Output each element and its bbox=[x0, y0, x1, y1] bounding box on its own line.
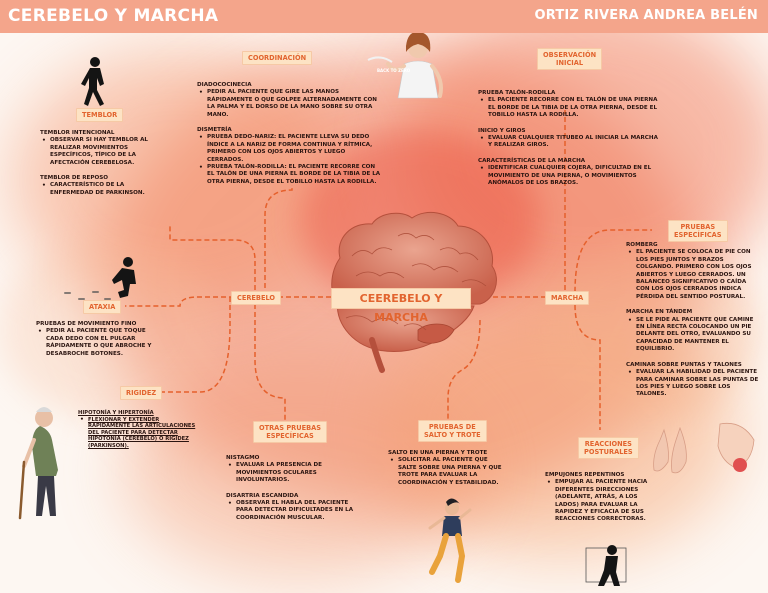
node-marcha: MARCHA bbox=[545, 291, 590, 305]
brain-illustration bbox=[331, 211, 497, 373]
central-node: CEEREBELO Y MARCHA bbox=[331, 288, 471, 324]
especificas-content: ROMBERG EL PACIENTE SE COLOCA DE PIE CON… bbox=[626, 240, 760, 399]
talon-rodilla-text: PRUEBA TALÓN-RODILLA: EL PACIENTE RECORR… bbox=[197, 164, 383, 186]
salto-heading: SALTO EN UNA PIERNA Y TROTE bbox=[388, 450, 488, 456]
page-title: CEREBELO Y MARCHA bbox=[8, 6, 219, 26]
romberg-heading: ROMBERG bbox=[626, 242, 658, 248]
rigidez-content: HIPOTONÍA Y HIPERTONÍA FLEXIONAR Y EXTEN… bbox=[78, 408, 200, 450]
back-to-zero-tag: BACK TO ZERO bbox=[377, 68, 411, 73]
nistagmo-text: EVALUAR LA PRESENCIA DE MOVIMIENTOS OCUL… bbox=[226, 462, 354, 484]
puntas-talones-heading: CAMINAR SOBRE PUNTAS Y TALONES bbox=[626, 361, 742, 368]
salto-content: SALTO EN UNA PIERNA Y TROTE SOLICITAR AL… bbox=[388, 448, 506, 487]
movimiento-fino-heading: PRUEBAS DE MOVIMIENTO FINO bbox=[36, 321, 137, 327]
empujones-text: EMPUJAR AL PACIENTE HACIA DIFERENTES DIR… bbox=[545, 479, 657, 523]
otras-pruebas-content: NISTAGMO EVALUAR LA PRESENCIA DE MOVIMIE… bbox=[226, 453, 354, 522]
node-coordinacion: COORDINACIÓN bbox=[242, 51, 313, 65]
caracteristicas-heading: CARACTERÍSTICAS DE LA MARCHA bbox=[478, 157, 586, 164]
tandem-text: SE LE PIDE AL PACIENTE QUE CAMINE EN LÍN… bbox=[626, 317, 760, 354]
tandem-heading: MARCHA EN TÁNDEM bbox=[626, 309, 693, 316]
temblor-reposo-heading: TEMBLOR DE REPOSO bbox=[40, 175, 109, 182]
woman-coordination-illustration: BACK TO ZERO bbox=[367, 31, 443, 99]
feet-tiptoe-illustration bbox=[653, 422, 755, 474]
jumping-woman-illustration bbox=[428, 498, 472, 583]
staggering-figure-icon bbox=[64, 257, 136, 300]
dismetria-heading: DISMETRÍA bbox=[197, 127, 232, 134]
movimiento-fino-text: PEDIR AL PACIENTE QUE TOQUE CADA DEDO CO… bbox=[36, 328, 164, 358]
node-cerebelo: CEREBELO bbox=[231, 291, 282, 305]
disartria-text: OBSERVAR EL HABLA DEL PACIENTE PARA DETE… bbox=[226, 500, 354, 522]
caracteristicas-text: IDENTIFICAR CUALQUIER COJERA, DIFICULTAD… bbox=[478, 165, 660, 187]
nistagmo-heading: NISTAGMO bbox=[226, 455, 260, 461]
elderly-man-illustration bbox=[18, 407, 58, 520]
empujones-heading: EMPUJONES REPENTINOS bbox=[545, 472, 625, 478]
diadococinecia-text: PEDIR AL PACIENTE QUE GIRE LAS MANOS RÁP… bbox=[197, 89, 383, 119]
header-bar: CEREBELO Y MARCHA ORTIZ RIVERA ANDREA BE… bbox=[0, 0, 768, 33]
walking-figure-icon bbox=[81, 57, 104, 106]
ataxia-content: PRUEBAS DE MOVIMIENTO FINO PEDIR AL PACI… bbox=[36, 319, 164, 358]
puntas-talones-text: EVALUAR LA HABILIDAD DEL PACIENTE PARA C… bbox=[626, 369, 760, 399]
observacion-content: PRUEBA TALÓN-RODILLA EL PACIENTE RECORRE… bbox=[478, 88, 660, 187]
hipotonia-text: FLEXIONAR Y EXTENDER RÁPIDAMENTE LAS ART… bbox=[78, 417, 200, 450]
author-name: ORTIZ RIVERA ANDREA BELÉN bbox=[534, 8, 758, 23]
temblor-content: TEMBLOR INTENCIONAL OBSERVAR SI HAY TEMB… bbox=[40, 128, 168, 197]
romberg-text: EL PACIENTE SE COLOCA DE PIE CON LOS PIE… bbox=[626, 249, 760, 301]
dedo-nariz-text: PRUEBA DEDO-NARIZ: EL PACIENTE LLEVA SU … bbox=[197, 134, 383, 164]
coordinacion-content: DIADOCOCINECIA PEDIR AL PACIENTE QUE GIR… bbox=[197, 80, 383, 186]
temblor-reposo-text: CARACTERÍSTICO DE LA ENFERMEDAD DE PARKI… bbox=[40, 182, 168, 197]
temblor-intencional-text: OBSERVAR SI HAY TEMBLOR AL REALIZAR MOVI… bbox=[40, 137, 168, 167]
salto-text: SOLICITAR AL PACIENTE QUE SALTE SOBRE UN… bbox=[388, 457, 506, 487]
inicio-giros-heading: INICIO Y GIROS bbox=[478, 127, 526, 134]
node-rigidez: RIGIDEZ bbox=[120, 386, 163, 400]
hipotonia-heading: HIPOTONÍA Y HIPERTONÍA bbox=[78, 410, 154, 416]
pushed-figure-icon bbox=[585, 545, 627, 586]
talon-rodilla-obs-text: EL PACIENTE RECORRE CON EL TALÓN DE UNA … bbox=[478, 97, 660, 119]
disartria-heading: DISARTRIA ESCANDIDA bbox=[226, 492, 299, 499]
node-temblor: TEMBLOR bbox=[76, 108, 124, 122]
temblor-intencional-heading: TEMBLOR INTENCIONAL bbox=[40, 130, 115, 136]
inicio-giros-text: EVALUAR CUALQUIER TITUBEO AL INICIAR LA … bbox=[478, 135, 660, 150]
node-ataxia: ATAXIA bbox=[83, 300, 122, 314]
talon-rodilla-heading: PRUEBA TALÓN-RODILLA bbox=[478, 90, 556, 96]
reacciones-content: EMPUJONES REPENTINOS EMPUJAR AL PACIENTE… bbox=[545, 470, 657, 524]
diadococinecia-heading: DIADOCOCINECIA bbox=[197, 82, 252, 88]
